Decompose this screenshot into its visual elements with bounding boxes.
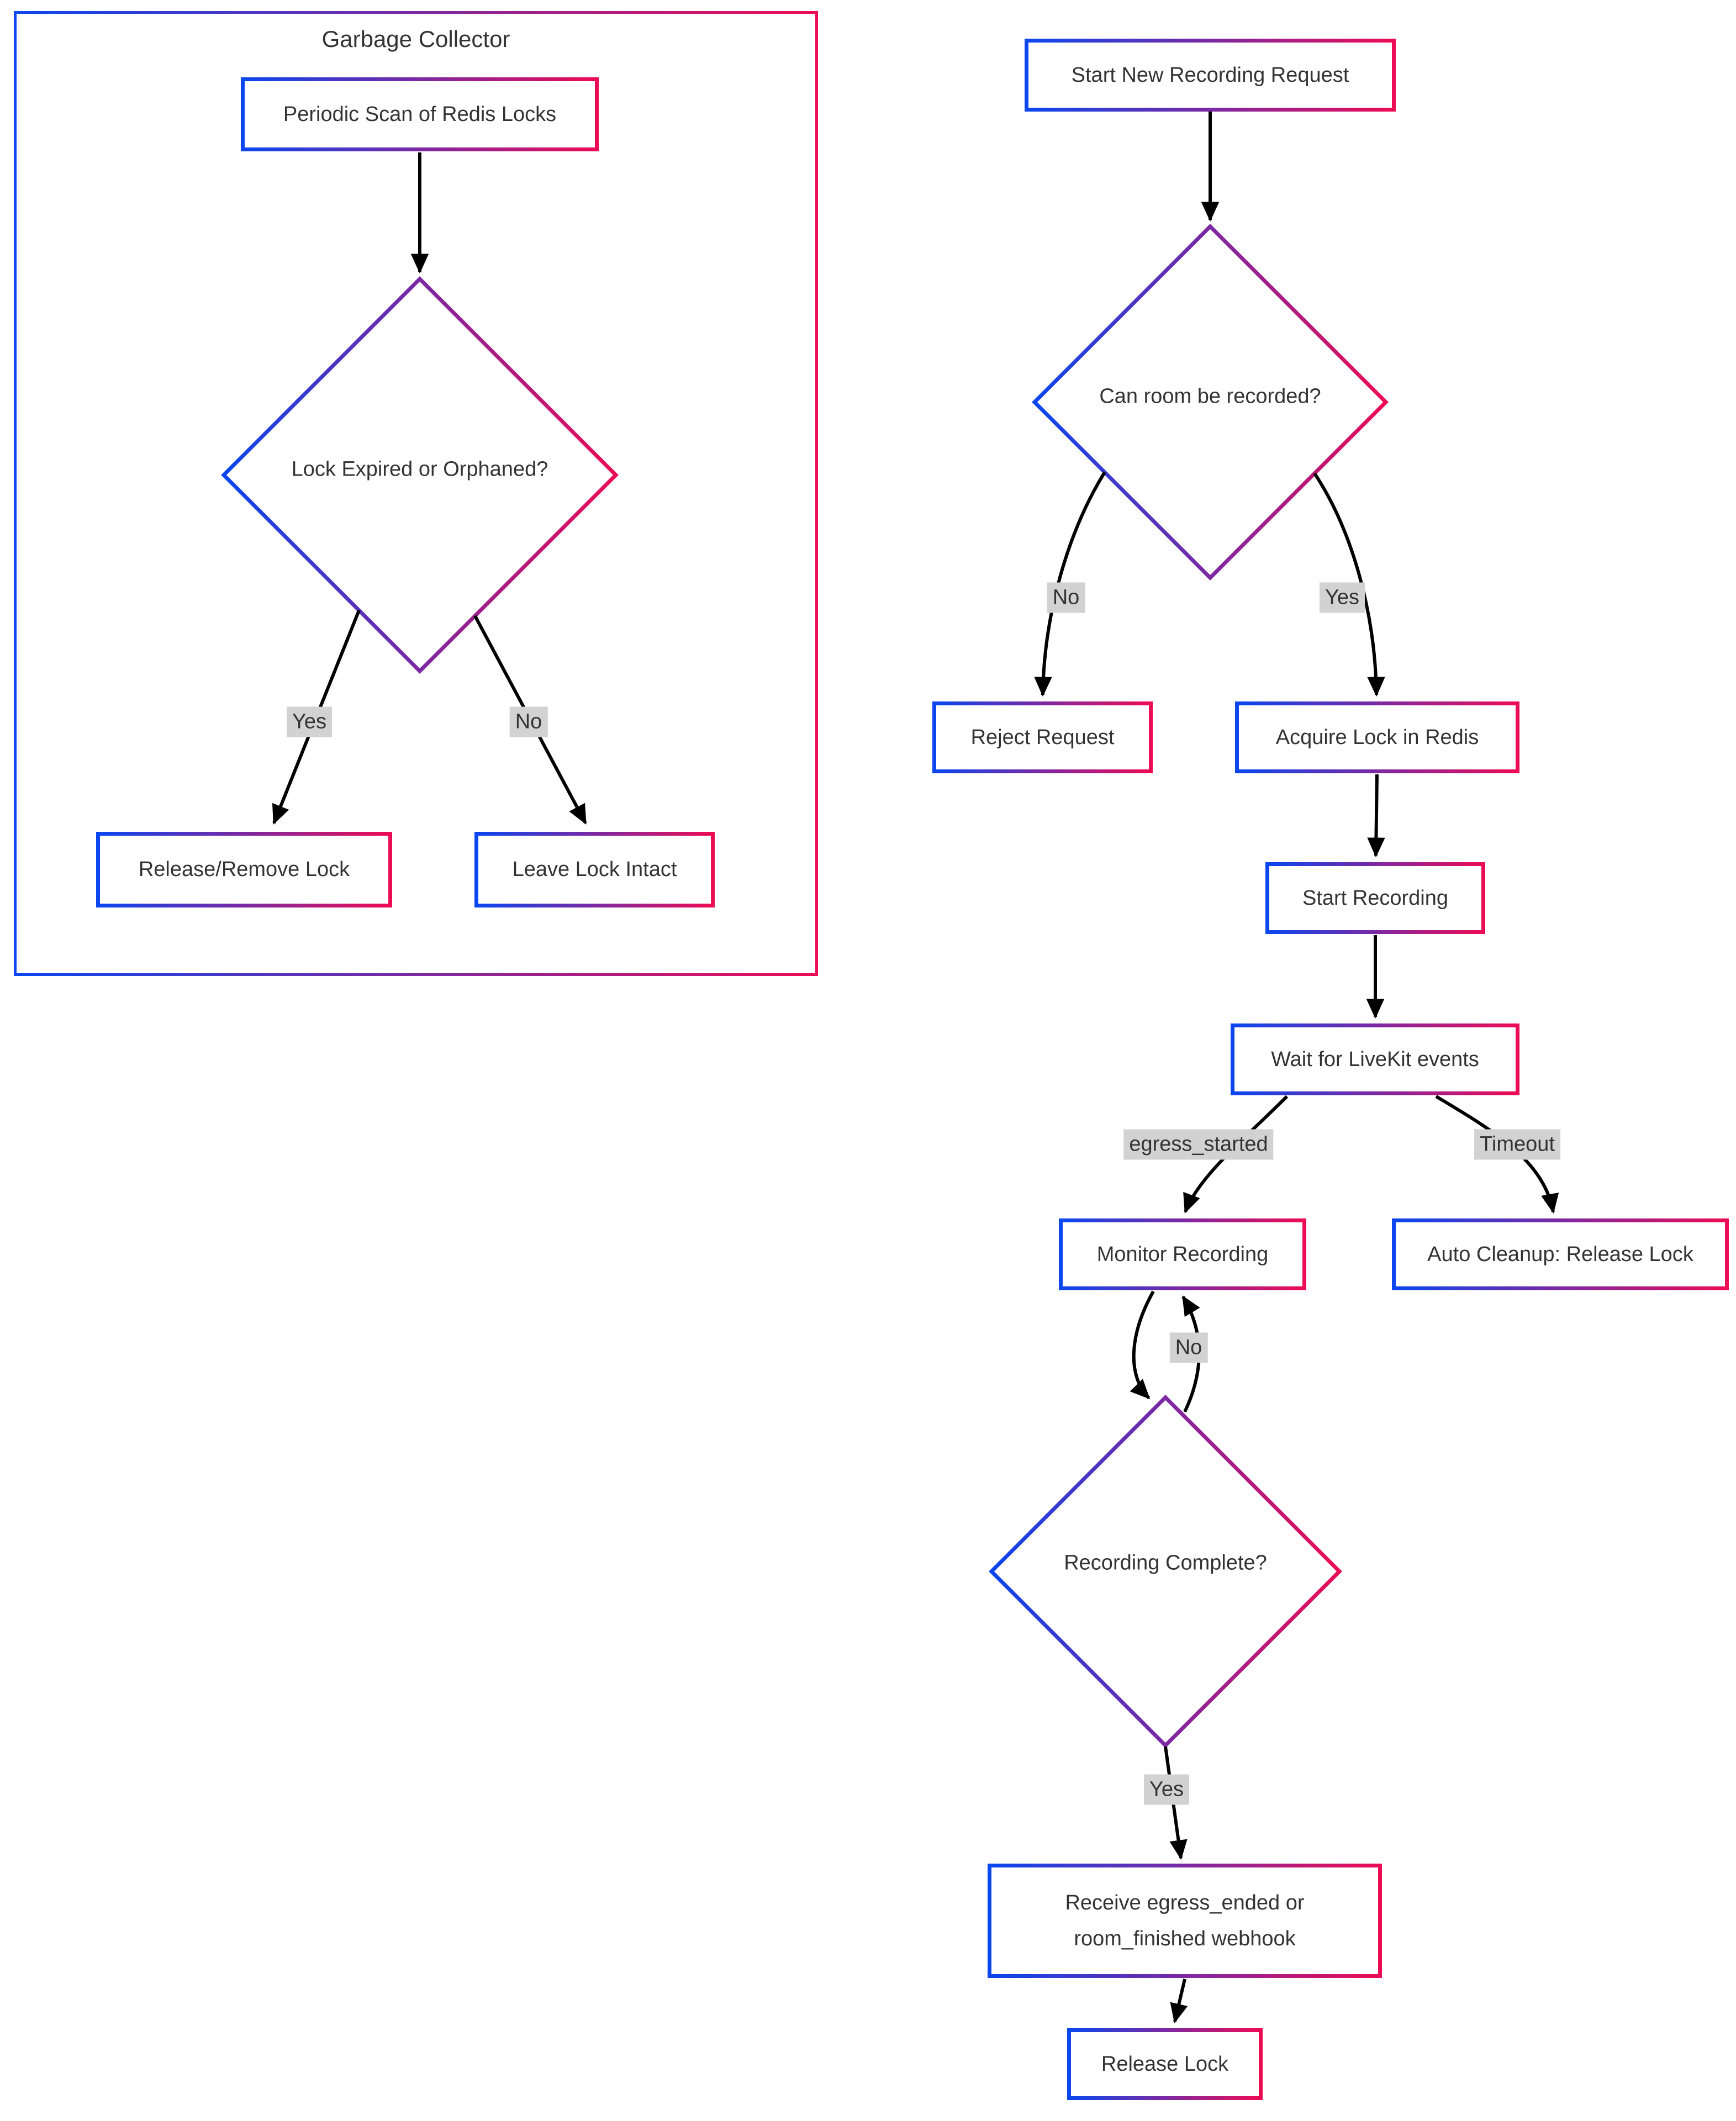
node-leave-lock-intact-label: Leave Lock Intact	[512, 858, 677, 882]
node-periodic-scan-label: Periodic Scan of Redis Locks	[283, 102, 557, 126]
node-periodic-scan: Periodic Scan of Redis Locks	[241, 77, 599, 151]
node-reject-request: Reject Request	[932, 701, 1153, 773]
node-leave-lock-intact: Leave Lock Intact	[474, 832, 715, 908]
decision-recording-complete-label: Recording Complete?	[1064, 1551, 1267, 1575]
edge-label-gc-yes: Yes	[287, 706, 332, 737]
decision-lock-expired	[221, 276, 619, 674]
edge-label-egress-started: egress_started	[1123, 1129, 1274, 1160]
edge-label-room-yes: Yes	[1320, 582, 1365, 613]
node-monitor-recording: Monitor Recording	[1059, 1218, 1306, 1290]
cluster-garbage-collector-title: Garbage Collector	[321, 26, 510, 52]
edge-canrecord-no-reject	[1034, 471, 1106, 697]
node-release-remove-lock-label: Release/Remove Lock	[138, 858, 350, 882]
edge-label-gc-no: No	[509, 706, 548, 737]
node-acquire-lock-redis-label: Acquire Lock in Redis	[1275, 725, 1479, 749]
node-auto-cleanup-release-lock: Auto Cleanup: Release Lock	[1392, 1218, 1729, 1290]
node-wait-livekit-events-label: Wait for LiveKit events	[1271, 1047, 1479, 1071]
edge-label-loop-no: No	[1169, 1332, 1208, 1363]
node-start-new-recording-request-label: Start New Recording Request	[1071, 63, 1349, 87]
node-receive-webhook: Receive egress_ended or room_finished we…	[988, 1864, 1382, 1978]
node-release-remove-lock: Release/Remove Lock	[96, 832, 392, 908]
edge-label-timeout: Timeout	[1474, 1129, 1560, 1160]
node-start-recording-label: Start Recording	[1302, 886, 1448, 910]
decision-lock-expired-label: Lock Expired or Orphaned?	[291, 457, 548, 481]
node-release-lock: Release Lock	[1067, 2028, 1263, 2100]
node-auto-cleanup-release-lock-label: Auto Cleanup: Release Lock	[1427, 1242, 1693, 1266]
edge-label-room-no: No	[1047, 582, 1085, 613]
node-receive-webhook-label: Receive egress_ended or room_finished we…	[1065, 1891, 1305, 1950]
node-start-recording: Start Recording	[1265, 862, 1485, 934]
node-release-lock-label: Release Lock	[1101, 2052, 1229, 2076]
edge-webhook-to-release	[1170, 1978, 1188, 2024]
node-monitor-recording-label: Monitor Recording	[1096, 1242, 1269, 1266]
edge-label-complete-yes: Yes	[1144, 1774, 1189, 1805]
decision-recording-complete	[989, 1395, 1342, 1748]
edge-acquire-to-start	[1367, 774, 1385, 858]
node-acquire-lock-redis: Acquire Lock in Redis	[1235, 701, 1519, 773]
edge-canrecord-yes-acquire	[1313, 472, 1385, 697]
edge-monitor-to-complete	[1130, 1290, 1155, 1400]
decision-can-record	[1032, 224, 1389, 581]
decision-can-record-label: Can room be recorded?	[1099, 384, 1321, 408]
node-wait-livekit-events: Wait for LiveKit events	[1231, 1023, 1519, 1095]
node-reject-request-label: Reject Request	[970, 725, 1115, 749]
node-start-new-recording-request: Start New Recording Request	[1025, 39, 1396, 112]
